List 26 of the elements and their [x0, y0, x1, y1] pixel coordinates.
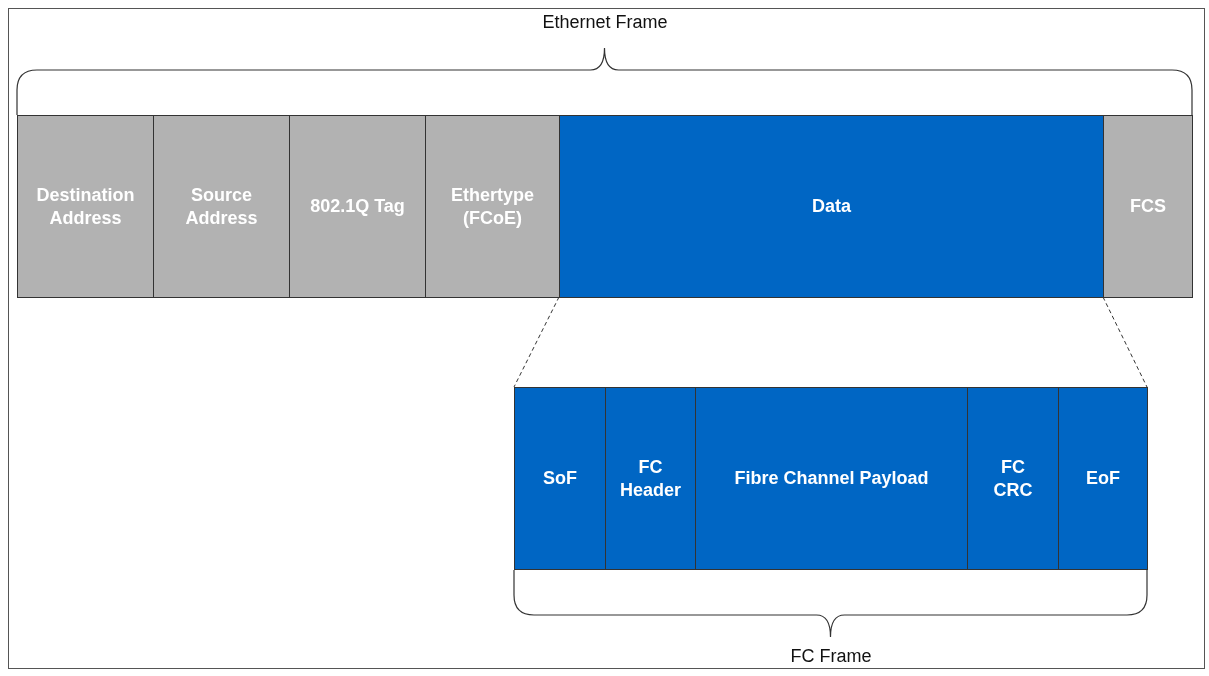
field-label: Ethertype (FCoE) — [450, 183, 535, 230]
field-label: SoF — [543, 467, 577, 490]
frame-field — [17, 115, 154, 298]
field-label: FCS — [1130, 195, 1166, 218]
field-label: Source Address — [184, 183, 259, 230]
field-label: Destination Address — [35, 183, 136, 230]
frame-field — [153, 115, 290, 298]
dashed-line — [513, 296, 560, 388]
frame-field — [425, 115, 560, 298]
field-label: Data — [812, 195, 851, 218]
frame-field — [559, 115, 1104, 298]
frame-field — [1058, 387, 1148, 570]
frame-field — [605, 387, 696, 570]
frame-label: FC Frame — [790, 646, 872, 667]
field-label: EoF — [1086, 467, 1120, 490]
field-label: FC Header — [619, 455, 682, 502]
frame-field — [1103, 115, 1193, 298]
field-label: FC CRC — [993, 455, 1033, 502]
field-label: Fibre Channel Payload — [734, 467, 929, 490]
field-label: 802.1Q Tag — [310, 195, 405, 218]
frame-field — [289, 115, 426, 298]
frame-label: Ethernet Frame — [542, 12, 668, 33]
dashed-line — [1102, 296, 1148, 388]
frame-field — [514, 387, 606, 570]
frame-field — [967, 387, 1059, 570]
frame-field — [695, 387, 968, 570]
